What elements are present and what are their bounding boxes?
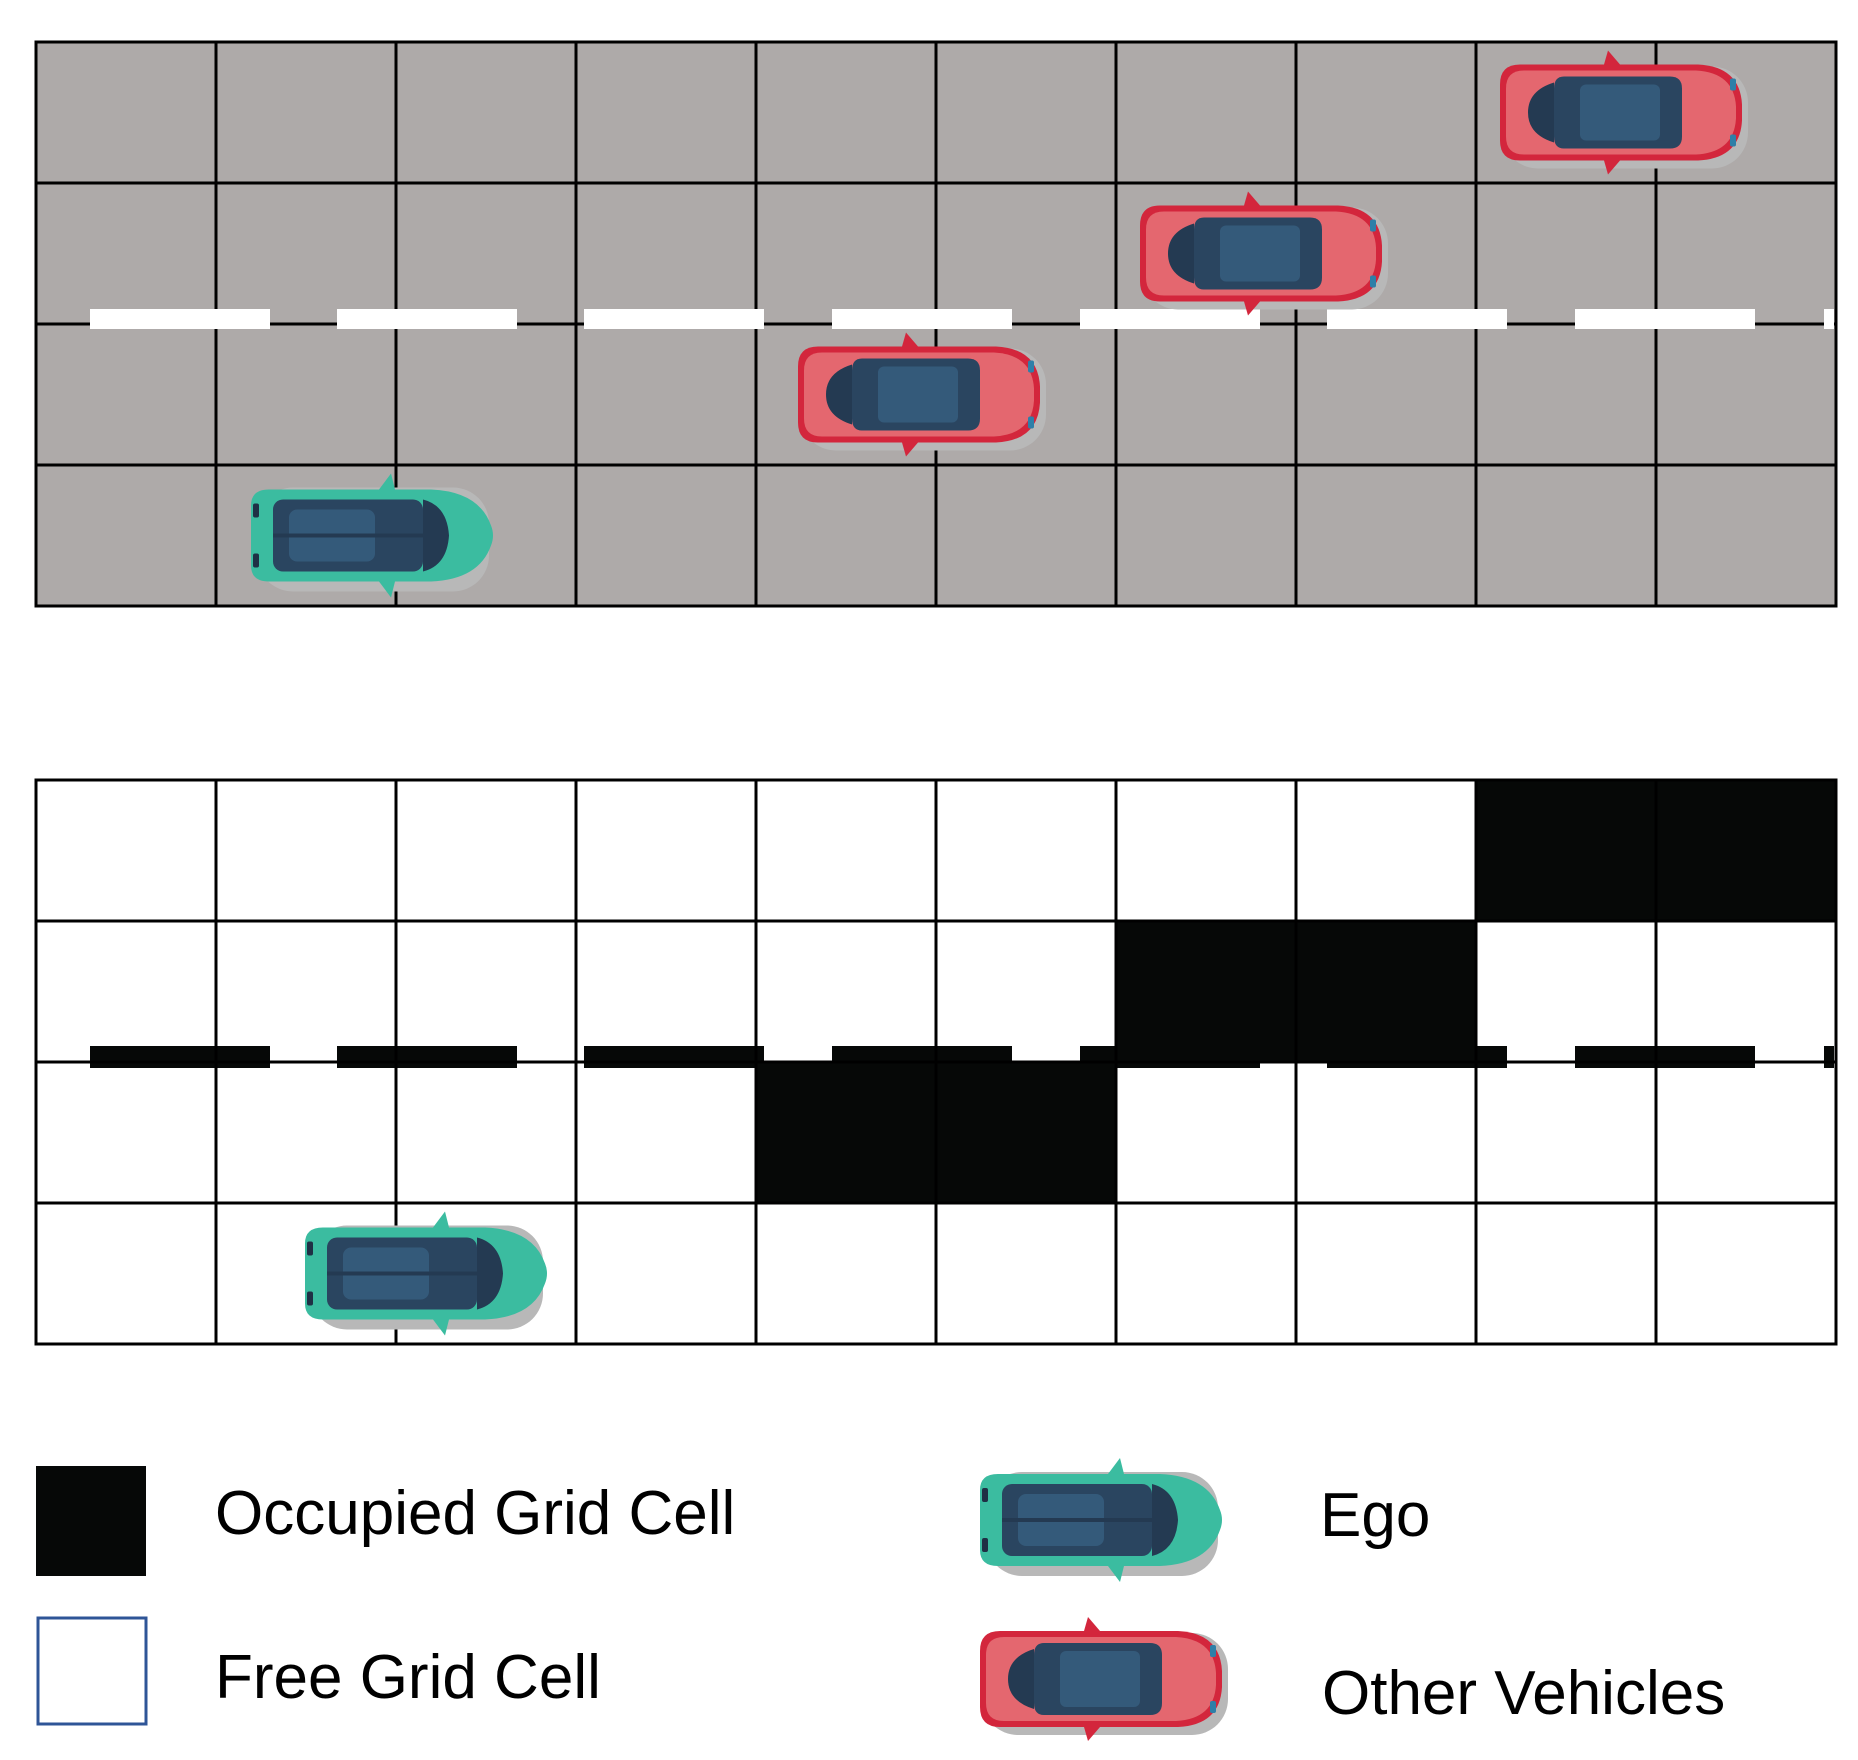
other-vehicle-car-icon (1500, 50, 1748, 175)
grid-border (34, 778, 1838, 1346)
grid-ego-car-icon (305, 1211, 547, 1336)
occupied-cell (1116, 921, 1296, 1062)
grid-ego-vehicle (305, 1211, 547, 1336)
grid-lines (36, 780, 1836, 1344)
road-border (34, 40, 1838, 608)
lane-dash (584, 309, 764, 329)
lane-dash (1824, 309, 1834, 329)
occupancy-grid-panel (34, 778, 1838, 1346)
lane-dash (832, 1046, 1012, 1068)
lane-dash (337, 309, 517, 329)
road-lane-markings (90, 309, 1834, 329)
other-vehicle-car-icon (1140, 191, 1388, 316)
occupied-cell (1476, 780, 1656, 921)
lane-dash (90, 1046, 270, 1068)
occupied-cell (756, 1062, 936, 1203)
lane-dash (1575, 1046, 1755, 1068)
legend-occupied-swatch (36, 1466, 146, 1576)
legend-free-label: Free Grid Cell (215, 1643, 601, 1712)
ego-vehicle-car-icon (251, 473, 493, 598)
lane-dash (1327, 1046, 1507, 1068)
lane-dash (337, 1046, 517, 1068)
occupied-cell (936, 1062, 1116, 1203)
lane-dash (1824, 1046, 1834, 1068)
lane-dash (832, 309, 1012, 329)
occupied-cell (1656, 780, 1836, 921)
legend-other-label: Other Vehicles (1322, 1659, 1725, 1728)
road-scene-panel (34, 40, 1838, 608)
legend-free-swatch (36, 1616, 148, 1726)
legend-occupied-label: Occupied Grid Cell (215, 1479, 735, 1548)
legend-ego-car-icon (980, 1458, 1222, 1582)
lane-dash (584, 1046, 764, 1068)
occupied-cell (1296, 921, 1476, 1062)
other-vehicle-car-icon (798, 332, 1046, 457)
lane-dash (1080, 309, 1260, 329)
occupied-cells (756, 780, 1836, 1203)
lane-dash (1080, 1046, 1260, 1068)
lane-dash (1575, 309, 1755, 329)
legend: Occupied Grid Cell Free Grid Cell Ego Ot… (36, 1458, 1725, 1741)
legend-other-car-icon (980, 1617, 1228, 1741)
legend-ego-label: Ego (1320, 1481, 1430, 1550)
lane-dash (1327, 309, 1507, 329)
lane-dash (90, 309, 270, 329)
